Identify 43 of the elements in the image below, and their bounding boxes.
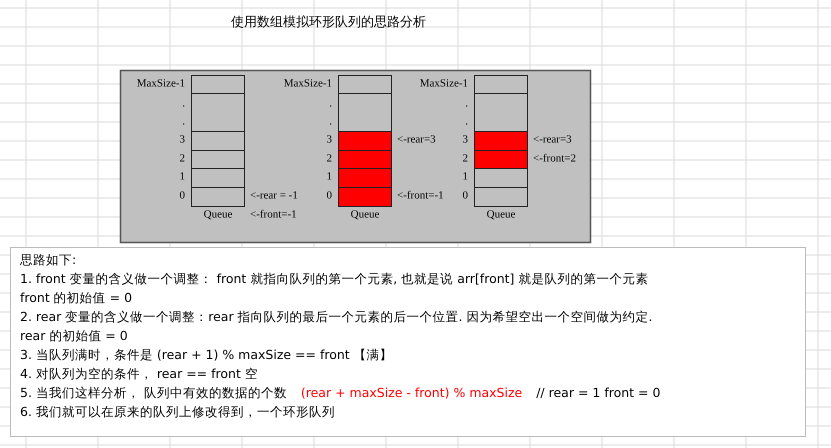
- note-line: 思路如下:: [20, 252, 76, 267]
- index-label: 1: [326, 172, 332, 182]
- index-label: .: [329, 98, 332, 110]
- pointer-label: <-rear=3: [533, 134, 572, 146]
- index-label: 2: [462, 154, 468, 164]
- index-label: MaxSize-1: [284, 78, 332, 90]
- note-line: 6. 我们就可以在原来的队列上修改得到，一个环形队列: [20, 404, 335, 419]
- index-label: 0: [462, 190, 468, 202]
- index-label: MaxSize-1: [420, 78, 468, 90]
- index-label: .: [182, 98, 185, 110]
- index-label: 1: [180, 172, 185, 182]
- title: 使用数组模拟环形队列的思路分析: [231, 15, 426, 31]
- pointer-label: <-front=-1: [397, 190, 444, 202]
- index-label: 0: [180, 190, 185, 202]
- index-label: .: [182, 116, 185, 128]
- note-line: 1. front 变量的含义做一个调整： front 就指向队列的第一个元素, 也就是说 arr[front] 就是队列的第一个元素: [20, 271, 648, 286]
- note-line: 2. rear 变量的含义做一个调整：rear 指向队列的最后一个元素的后一个位置. 因为希望空出一个空间做为约定.: [20, 309, 652, 324]
- note-line: rear 的初始值 = 0: [20, 328, 128, 343]
- index-label: .: [329, 116, 332, 128]
- index-label: .: [465, 98, 468, 110]
- note-line: front 的初始值 = 0: [20, 290, 132, 305]
- note-line: 3. 当队列满时，条件是 (rear + 1) % maxSize == front 【满】: [20, 347, 393, 362]
- index-label: 1: [462, 172, 468, 182]
- index-label: 3: [462, 134, 468, 146]
- pointer-label: <-rear=3: [397, 134, 436, 146]
- index-label: 3: [326, 134, 332, 146]
- note-line: 4. 对队列为空的条件， rear == front 空: [20, 366, 258, 381]
- array-caption: Queue: [350, 210, 380, 220]
- formula-text: (rear + maxSize - front) % maxSize: [300, 385, 522, 400]
- index-label: 2: [326, 154, 332, 164]
- index-label: 0: [326, 190, 332, 202]
- code-comment: // rear = 1 front = 0: [536, 385, 660, 400]
- pointer-label: <-front=-1: [250, 210, 297, 220]
- index-label: 2: [180, 154, 185, 164]
- note-box: [10, 247, 806, 437]
- note-line: 5. 当我们这样分析， 队列中有效的数据的个数: [20, 385, 287, 400]
- index-label: 3: [180, 134, 185, 146]
- pointer-label: <-rear = -1: [250, 190, 298, 202]
- index-label: MaxSize-1: [136, 78, 185, 90]
- array-caption: Queue: [486, 210, 516, 220]
- array-caption: Queue: [204, 210, 232, 220]
- pointer-label: <-front=2: [533, 154, 576, 164]
- index-label: .: [465, 116, 468, 128]
